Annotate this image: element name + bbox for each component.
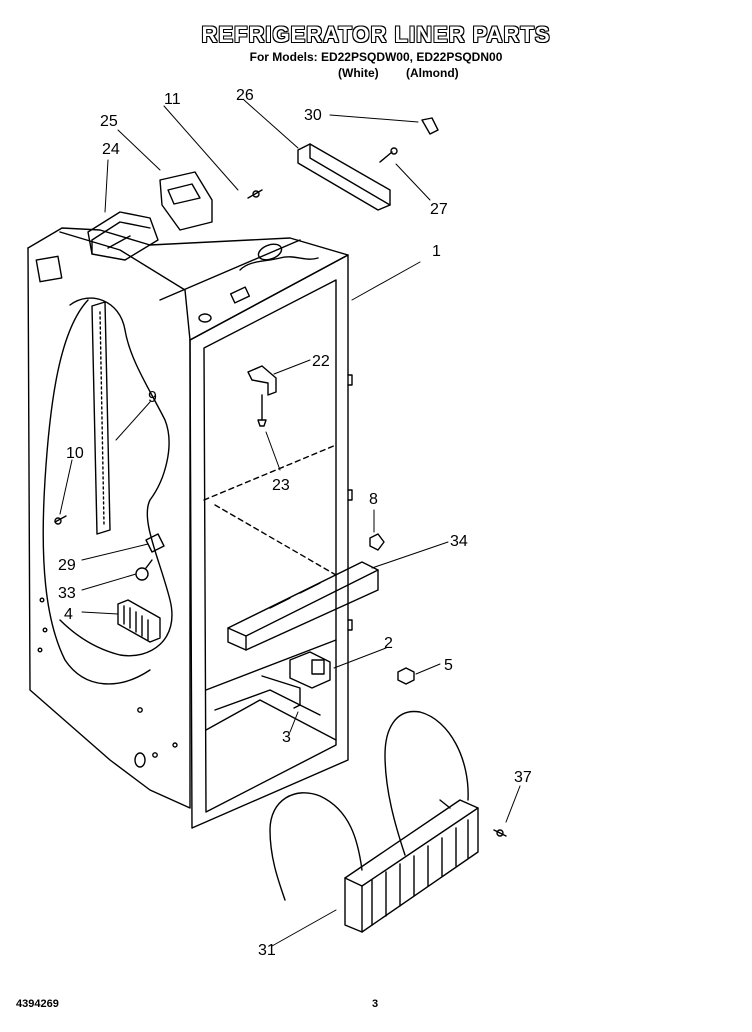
callout-9: 9 bbox=[148, 389, 157, 406]
part-11-screw bbox=[247, 189, 263, 199]
part-9-vertical-rail bbox=[91, 301, 111, 535]
callout-33: 33 bbox=[58, 585, 76, 602]
document-number: 4394269 bbox=[16, 998, 59, 1010]
callout-11: 11 bbox=[164, 91, 181, 108]
callout-25: 25 bbox=[100, 113, 118, 130]
part-27-screw bbox=[379, 147, 398, 163]
callout-34: 34 bbox=[450, 533, 468, 550]
part-31-heater-panel bbox=[269, 710, 479, 933]
callout-27: 27 bbox=[430, 201, 448, 218]
callout-37: 37 bbox=[514, 769, 532, 786]
callout-31: 31 bbox=[258, 942, 276, 959]
part-30-clip bbox=[421, 117, 439, 135]
callout-8: 8 bbox=[369, 491, 378, 508]
part-33-bulb bbox=[135, 559, 153, 581]
liner-cabinet bbox=[27, 227, 353, 829]
color-white-label: (White) bbox=[338, 66, 379, 80]
callout-29: 29 bbox=[58, 557, 76, 574]
callout-22: 22 bbox=[312, 353, 330, 370]
part-29-socket bbox=[145, 533, 165, 553]
callout-3: 3 bbox=[282, 729, 291, 746]
callout-30: 30 bbox=[304, 107, 322, 124]
part-24-air-duct bbox=[87, 211, 159, 261]
callout-23: 23 bbox=[272, 477, 290, 494]
callout-4: 4 bbox=[64, 606, 73, 623]
part-34-support-rail bbox=[227, 561, 379, 651]
part-4-grille bbox=[117, 599, 161, 643]
page-number: 3 bbox=[372, 998, 379, 1010]
callout-24: 24 bbox=[102, 141, 120, 158]
part-10-screw bbox=[54, 515, 67, 525]
callout-1: 1 bbox=[432, 243, 441, 260]
part-22-bracket bbox=[247, 365, 277, 396]
callout-5: 5 bbox=[444, 657, 453, 674]
part-37-screw bbox=[493, 829, 507, 837]
callout-10: 10 bbox=[66, 445, 84, 462]
part-2-bracket bbox=[289, 651, 331, 689]
page-title: REFRIGERATOR LINER PARTS bbox=[201, 22, 551, 47]
models-line: For Models: ED22PSQDW00, ED22PSQDN00 bbox=[249, 50, 503, 64]
part-8-clip bbox=[369, 533, 385, 551]
callout-26: 26 bbox=[236, 87, 254, 104]
part-26-top-bracket bbox=[297, 143, 391, 211]
part-25-duct-cover bbox=[159, 171, 213, 231]
callout-2: 2 bbox=[384, 635, 393, 652]
part-3-bracket bbox=[261, 675, 301, 709]
part-5-nut bbox=[397, 667, 415, 685]
leader-lines bbox=[59, 99, 521, 947]
callout-labels: 1 2 3 4 5 8 9 10 11 22 23 24 25 26 27 29… bbox=[58, 87, 532, 959]
part-23-screw bbox=[257, 394, 267, 427]
color-almond-label: (Almond) bbox=[406, 66, 459, 80]
